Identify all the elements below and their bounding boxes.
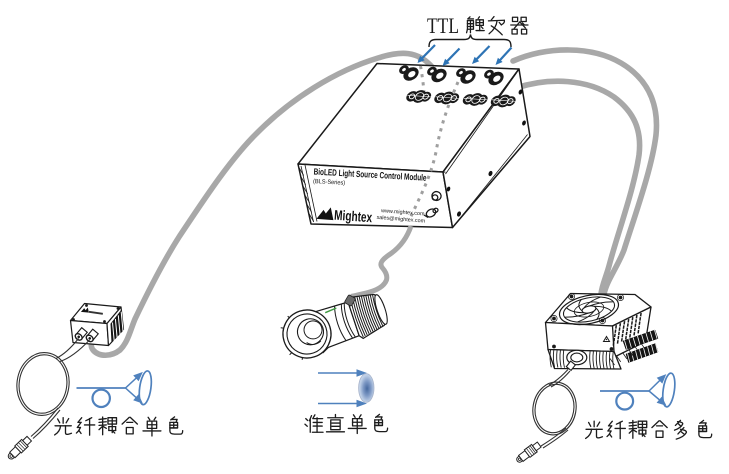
svg-text:TTL: TTL <box>427 13 459 38</box>
svg-text:sales@mightex.com: sales@mightex.com <box>376 215 425 225</box>
svg-text:Mightex: Mightex <box>334 207 373 226</box>
svg-text:(BLS-Series): (BLS-Series) <box>313 178 345 187</box>
svg-text:www.mightex.com: www.mightex.com <box>380 208 425 218</box>
